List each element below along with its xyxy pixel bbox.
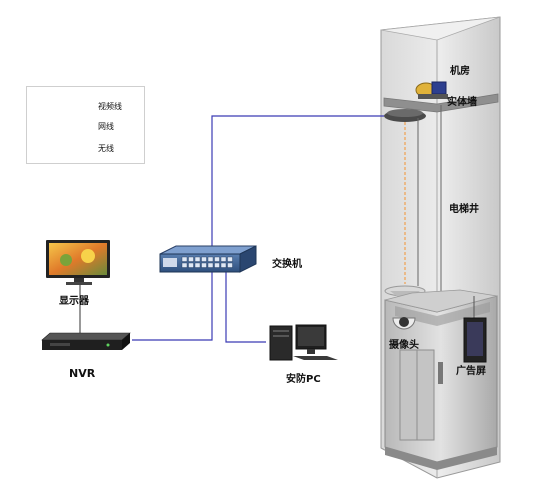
- switch-port: [227, 262, 233, 268]
- security-pc-device: [269, 324, 338, 361]
- solid-wall-slab: [383, 93, 499, 113]
- elevator-car: [384, 289, 498, 470]
- switch-port: [201, 262, 207, 268]
- camera-dome: [392, 317, 416, 330]
- ad-screen-label: 广告屏: [456, 366, 486, 377]
- monitor-label: 显示器: [59, 296, 89, 307]
- switch-port: [194, 262, 201, 268]
- machine-room-equipment: [415, 81, 448, 99]
- camera-label: 摄像头: [389, 340, 419, 351]
- monitor-device: [46, 240, 110, 285]
- elevator-ropes: [417, 105, 442, 292]
- switch-port: [194, 256, 201, 262]
- switch-port: [214, 262, 220, 268]
- legend-label-network: 网线: [98, 122, 114, 131]
- switch-port: [188, 256, 194, 262]
- switch-port: [201, 256, 207, 262]
- ad-screen-device: [463, 296, 487, 363]
- switch-port: [207, 256, 214, 262]
- switch-port: [214, 256, 220, 262]
- nvr-label: NVR: [69, 367, 96, 380]
- legend-label-video: 视频线: [98, 102, 122, 111]
- shaft-label: 电梯井: [449, 204, 479, 215]
- switch-port: [220, 262, 227, 268]
- wireless-bridge-top: [384, 109, 426, 122]
- switch-label: 交换机: [272, 259, 302, 270]
- nvr-device: [41, 332, 131, 350]
- pc-label: 安防PC: [286, 374, 321, 385]
- machine-room-label: 机房: [450, 66, 470, 77]
- legend: [26, 86, 145, 164]
- network-cables: [132, 115, 384, 343]
- switch-port: [181, 256, 188, 262]
- switch-port: [207, 262, 214, 268]
- switch-port: [181, 262, 188, 268]
- legend-label-wireless: 无线: [98, 144, 114, 153]
- switch-device: [159, 245, 257, 273]
- switch-port: [220, 256, 227, 262]
- solid-wall-label: 实体墙: [447, 97, 477, 108]
- switch-port: [227, 256, 233, 262]
- switch-port: [188, 262, 194, 268]
